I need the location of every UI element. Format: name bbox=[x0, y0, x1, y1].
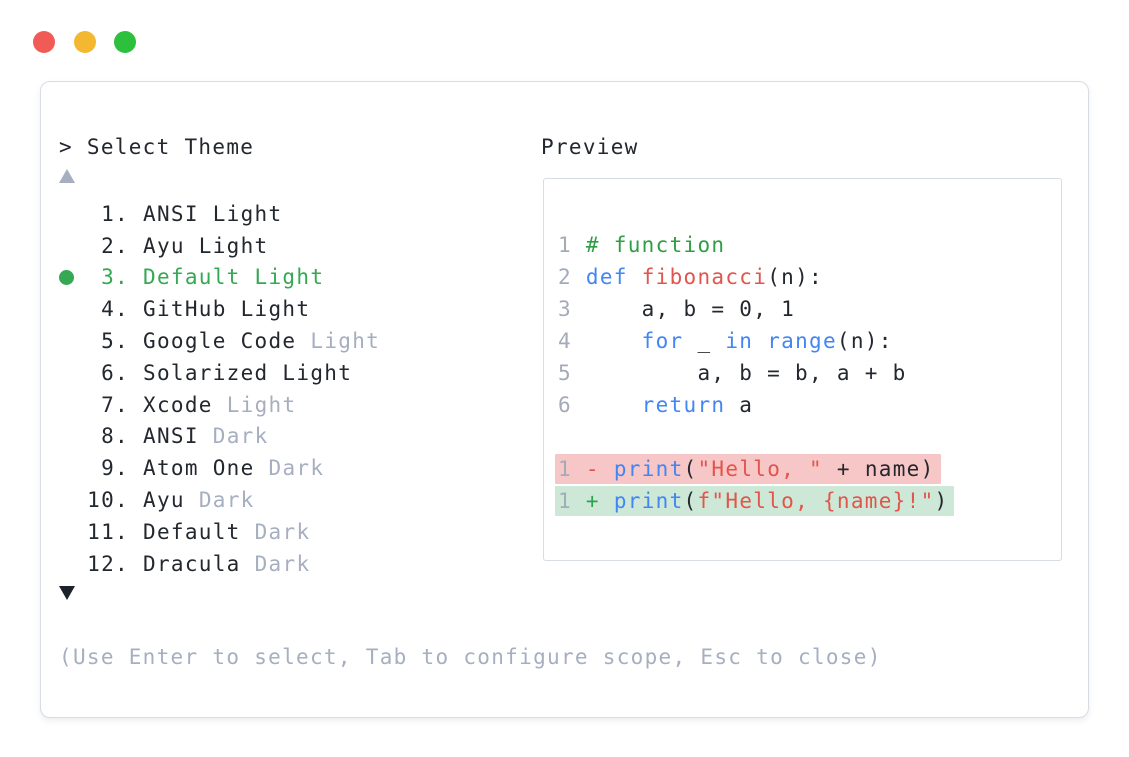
item-number: 6. bbox=[101, 360, 129, 385]
close-button[interactable] bbox=[33, 31, 55, 53]
item-name: GitHub Light bbox=[143, 297, 311, 322]
item-name: ANSI Light bbox=[143, 201, 283, 226]
item-number: 7. bbox=[101, 392, 129, 417]
item-name: Ayu Light bbox=[143, 233, 269, 258]
selected-dot-icon bbox=[59, 269, 87, 285]
item-variant: Light bbox=[310, 329, 381, 354]
triangle-down-icon bbox=[59, 586, 75, 600]
item-number: 12. bbox=[87, 551, 129, 576]
code-line-content: 5 a, b = b, a + b bbox=[558, 361, 907, 385]
item-number: 11. bbox=[87, 519, 129, 544]
item-number: 10. bbox=[87, 488, 129, 513]
theme-picker-panel: > Select Theme 1. ANSI Light 2. Ayu Light 3.… bbox=[40, 81, 1089, 718]
code-line-content: 1 + print(f"Hello, {name}!") bbox=[555, 486, 955, 516]
theme-item-7[interactable]: 7. Xcode Light bbox=[59, 389, 529, 421]
code-line-content: 1 - print("Hello, " + name) bbox=[555, 454, 941, 484]
code-line-3: 3 a, b = 0, 1 bbox=[558, 293, 1061, 325]
code-line-5: 5 a, b = b, a + b bbox=[558, 357, 1061, 389]
code-line-content: 6 return a bbox=[558, 393, 754, 417]
code-line-6: 6 return a bbox=[558, 389, 1061, 421]
item-name: ANSI bbox=[143, 424, 199, 449]
item-variant: Dark bbox=[254, 551, 311, 576]
diff-added-line: 1 + print(f"Hello, {name}!") bbox=[555, 485, 1061, 517]
theme-item-2[interactable]: 2. Ayu Light bbox=[59, 230, 529, 262]
theme-item-5[interactable]: 5. Google Code Light bbox=[59, 325, 529, 357]
theme-item-4[interactable]: 4. GitHub Light bbox=[59, 293, 529, 325]
item-name: Atom One bbox=[143, 456, 255, 481]
theme-item-3[interactable]: 3. Default Light bbox=[59, 262, 529, 294]
item-name: Dracula bbox=[143, 551, 241, 576]
item-name: Google Code bbox=[143, 329, 297, 354]
diff-removed-line: 1 - print("Hello, " + name) bbox=[555, 453, 1061, 485]
item-name: Default bbox=[143, 519, 241, 544]
select-theme-prompt: > Select Theme bbox=[59, 135, 255, 159]
item-name: Solarized Light bbox=[143, 360, 353, 385]
theme-item-8[interactable]: 8. ANSI Dark bbox=[59, 421, 529, 453]
code-preview: 1 # function 2 def fibonacci(n): 3 a, b = … bbox=[555, 229, 1061, 517]
theme-item-1[interactable]: 1. ANSI Light bbox=[59, 198, 529, 230]
item-number: 5. bbox=[101, 329, 129, 354]
theme-item-10[interactable]: 10. Ayu Dark bbox=[59, 484, 529, 516]
scroll-down-control[interactable] bbox=[59, 586, 79, 602]
theme-item-12[interactable]: 12. Dracula Dark bbox=[59, 548, 529, 580]
keyboard-hint: (Use Enter to select, Tab to configure s… bbox=[59, 645, 882, 669]
item-number: 2. bbox=[101, 233, 129, 258]
item-number: 9. bbox=[101, 456, 129, 481]
item-number: 8. bbox=[101, 424, 129, 449]
triangle-up-icon bbox=[59, 169, 75, 183]
code-line-4: 4 for _ in range(n): bbox=[558, 325, 1061, 357]
theme-item-6[interactable]: 6. Solarized Light bbox=[59, 357, 529, 389]
maximize-button[interactable] bbox=[114, 31, 136, 53]
item-number: 4. bbox=[101, 297, 129, 322]
theme-list: 1. ANSI Light 2. Ayu Light 3. Default Light 4.… bbox=[59, 198, 529, 580]
code-line-content: 2 def fibonacci(n): bbox=[558, 265, 823, 289]
item-variant: Dark bbox=[254, 519, 311, 544]
code-blank-line bbox=[558, 421, 1061, 453]
code-line-2: 2 def fibonacci(n): bbox=[558, 261, 1061, 293]
code-line-content: 1 # function bbox=[558, 233, 726, 257]
code-line-1: 1 # function bbox=[558, 229, 1061, 261]
item-variant: Dark bbox=[212, 424, 269, 449]
item-variant: Dark bbox=[198, 488, 255, 513]
item-name: Xcode bbox=[143, 392, 213, 417]
item-variant: Dark bbox=[268, 456, 325, 481]
code-line-content: 4 for _ in range(n): bbox=[558, 329, 893, 353]
item-number: 1. bbox=[101, 201, 129, 226]
code-line-content: 3 a, b = 0, 1 bbox=[558, 297, 796, 321]
item-variant: Light bbox=[226, 392, 297, 417]
minimize-button[interactable] bbox=[73, 31, 96, 53]
item-number: 3. bbox=[101, 265, 129, 290]
preview-label: Preview bbox=[541, 135, 639, 159]
item-name: Default Light bbox=[143, 265, 325, 290]
scroll-up-control[interactable] bbox=[59, 169, 79, 185]
item-name: Ayu bbox=[143, 488, 185, 513]
theme-item-11[interactable]: 11. Default Dark bbox=[59, 516, 529, 548]
green-dot-icon bbox=[59, 269, 74, 285]
preview-box: 1 # function 2 def fibonacci(n): 3 a, b = … bbox=[543, 178, 1062, 561]
window-controls bbox=[33, 31, 136, 53]
theme-item-9[interactable]: 9. Atom One Dark bbox=[59, 452, 529, 484]
